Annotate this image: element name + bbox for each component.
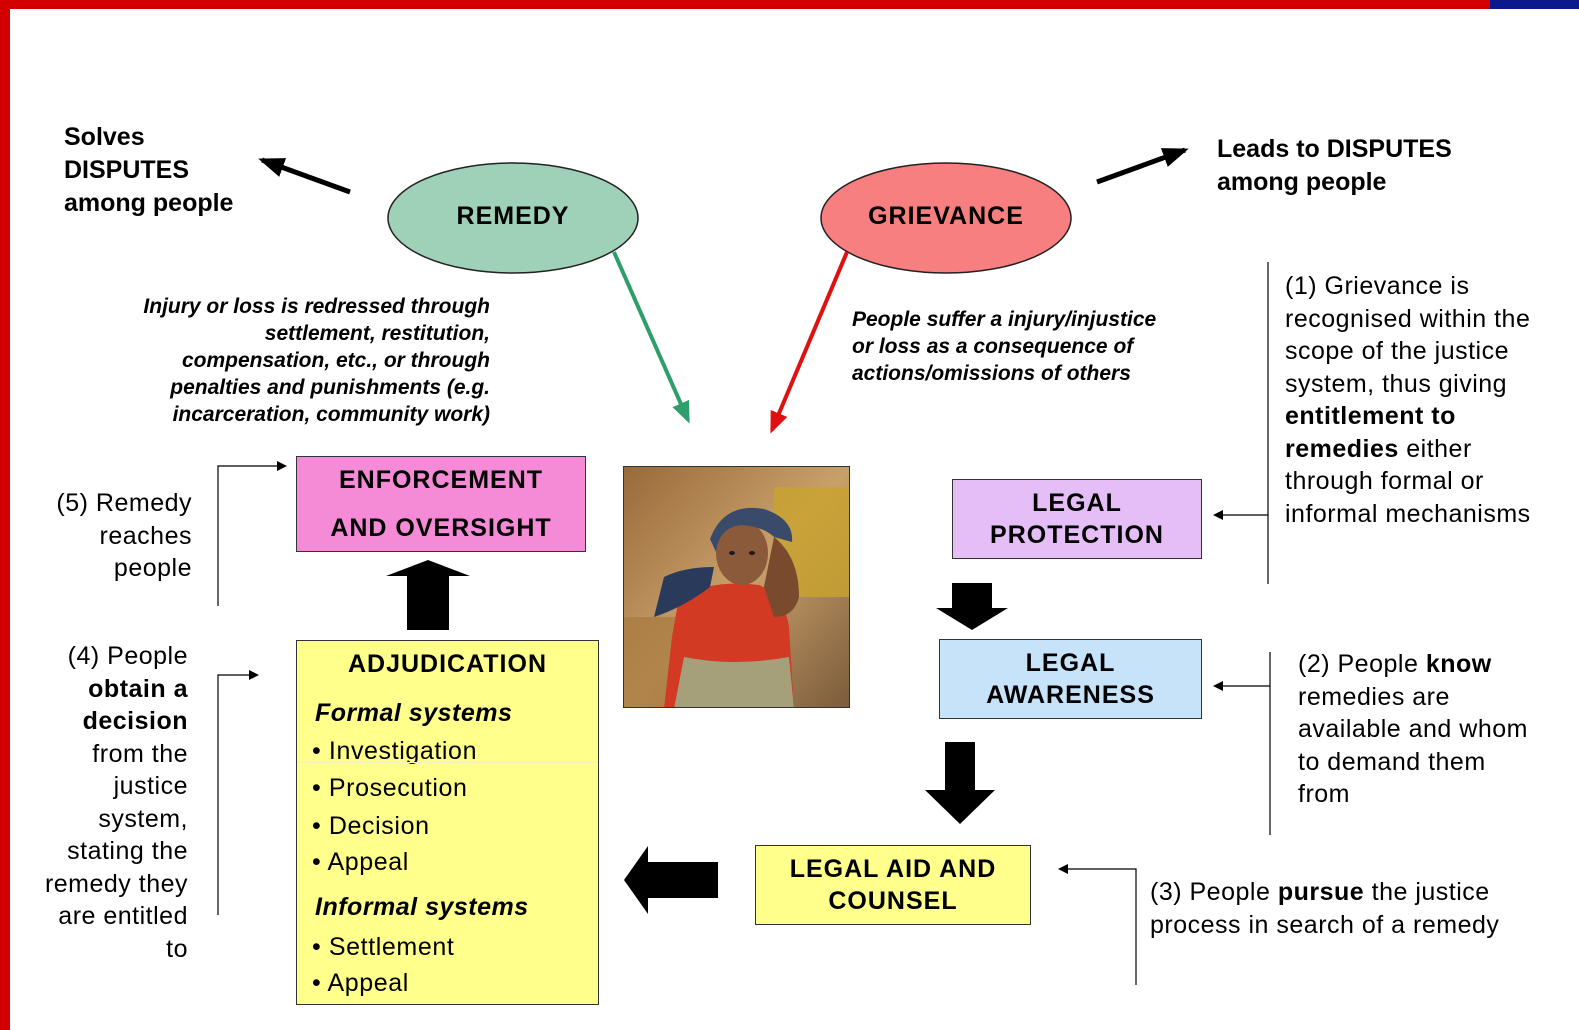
informal-item: • Appeal (312, 969, 409, 997)
adjudication-divider (297, 762, 598, 763)
step1-note: (1) Grievance is recognised within the s… (1285, 272, 1531, 528)
formal-item: • Investigation (312, 737, 478, 765)
step3-note: (3) People pursue the justice process in… (1150, 878, 1500, 939)
solves-disputes-note: Solves DISPUTES among people (64, 123, 234, 217)
down-block-arrow-1 (936, 583, 1008, 630)
formal-item: • Appeal (312, 848, 409, 876)
remedy-label: REMEDY (456, 202, 570, 230)
grievance-arrow (770, 251, 849, 434)
woman-figure-image (624, 467, 849, 707)
remedy-description: Injury or loss is redressed through sett… (143, 295, 490, 426)
legal-protection-box: LEGAL PROTECTION (952, 479, 1202, 559)
formal-systems-label: Formal systems (315, 699, 513, 727)
arrow-to-solves (258, 157, 351, 195)
remedy-ellipse (387, 162, 639, 274)
adjudication-title: ADJUDICATION (347, 650, 548, 678)
step2-note: (2) People know remedies are available a… (1298, 650, 1528, 808)
informal-item: • Settlement (312, 933, 455, 961)
leads-disputes-note: Leads to DISPUTES among people (1217, 135, 1452, 196)
enforcement-oversight-box: ENFORCEMENT AND OVERSIGHT (296, 456, 586, 552)
slide-frame-left (0, 0, 10, 1030)
legal-awareness-box: LEGAL AWARENESS (939, 639, 1202, 719)
slide-frame-top (0, 0, 1579, 9)
left-block-arrow (624, 846, 718, 914)
step5-connector (217, 461, 287, 606)
remedy-arrow (612, 251, 690, 424)
step4-connector (217, 670, 259, 915)
woman-photo (623, 466, 850, 708)
formal-item: • Decision (312, 812, 430, 840)
arrow-to-leads (1096, 147, 1189, 185)
adjudication-box: ADJUDICATION Formal systems • Investigat… (296, 640, 599, 1005)
informal-systems-label: Informal systems (315, 893, 529, 921)
down-block-arrow-2 (925, 742, 995, 824)
grievance-description: People suffer a injury/injustice or loss… (852, 308, 1157, 385)
slide-frame-corner (1490, 0, 1579, 9)
step4-note: (4) People obtain a decision from the ju… (44, 642, 188, 963)
grievance-ellipse (820, 162, 1072, 274)
legal-aid-counsel-box: LEGAL AID AND COUNSEL (755, 845, 1031, 925)
up-block-arrow (386, 560, 470, 630)
grievance-label: GRIEVANCE (868, 202, 1024, 230)
step5-note: (5) Remedy reaches people (56, 489, 192, 582)
step3-connector (1058, 864, 1137, 985)
formal-item: • Prosecution (312, 774, 468, 802)
